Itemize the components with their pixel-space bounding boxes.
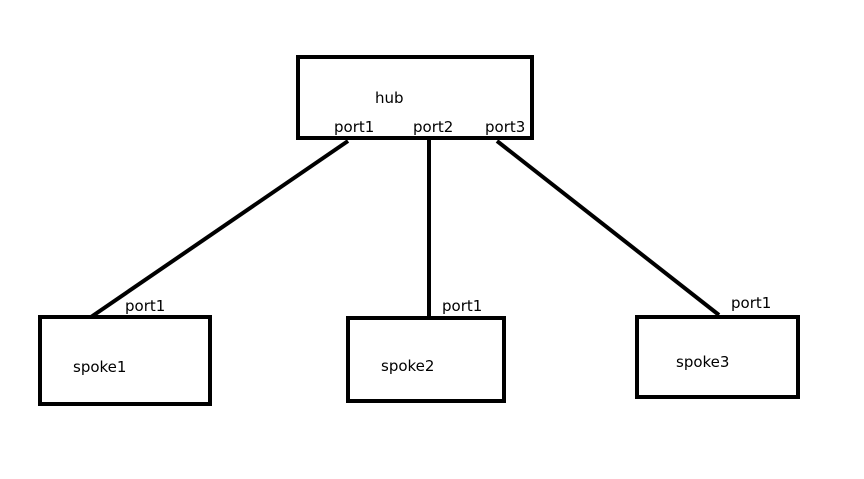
hub-port3-label: port3 — [485, 118, 525, 136]
links — [89, 138, 721, 320]
hub-port1-label: port1 — [334, 118, 374, 136]
hub-label: hub — [375, 89, 404, 107]
spoke1-label: spoke1 — [73, 358, 126, 376]
spoke3-node: spoke3 port1 — [635, 294, 800, 399]
spoke3-label: spoke3 — [676, 353, 729, 371]
spoke1-box — [38, 315, 212, 406]
spoke2-node: spoke2 port1 — [346, 297, 506, 403]
spoke2-box — [346, 316, 506, 403]
spoke3-box — [635, 315, 800, 399]
spoke1-port-label: port1 — [125, 297, 165, 315]
hub-node: hub port1 port2 port3 — [296, 55, 534, 140]
hub-box — [296, 55, 534, 140]
link-hub-port3-to-spoke3 — [495, 139, 721, 317]
spoke1-node: spoke1 port1 — [38, 297, 212, 406]
spoke2-label: spoke2 — [381, 357, 434, 375]
spoke3-port-label: port1 — [731, 294, 771, 312]
hub-port2-label: port2 — [413, 118, 453, 136]
link-hub-port1-to-spoke1 — [89, 139, 350, 319]
spoke2-port-label: port1 — [442, 297, 482, 315]
